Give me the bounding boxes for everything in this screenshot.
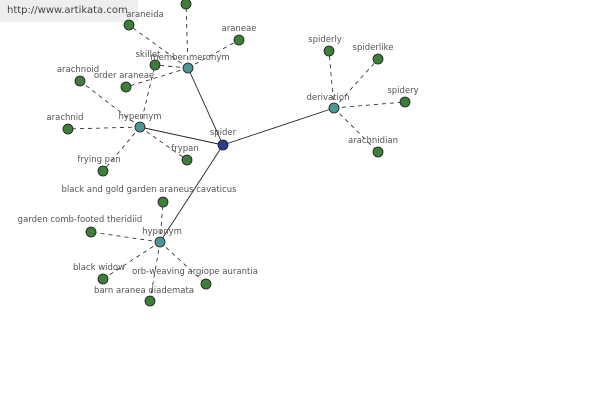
- edge-spider-member_meronym: [187, 67, 224, 146]
- label-arachnid: arachnid: [46, 113, 83, 123]
- node-garden-comb[interactable]: [85, 226, 97, 238]
- label-araneida: araneida: [126, 10, 164, 20]
- node-order-araneae[interactable]: [120, 81, 132, 93]
- label-derivation: derivation: [306, 93, 349, 103]
- node-barn-aranea[interactable]: [144, 295, 156, 307]
- label-arachnidian: arachnidian: [348, 136, 398, 146]
- label-araneae: araneae: [222, 24, 257, 34]
- edge-hypernym_1-skillet: [139, 64, 156, 128]
- node-black-widow[interactable]: [97, 273, 109, 285]
- label-skillet: skillet: [136, 50, 162, 60]
- edge-hyponym-orb_weaving: [159, 241, 207, 285]
- label-spidery: spidery: [387, 86, 418, 96]
- label-garden-comb: garden comb-footed theridiid: [18, 215, 143, 225]
- node-spidery[interactable]: [399, 96, 411, 108]
- edge-spider-derivation: [222, 107, 335, 146]
- node-hypernym-1[interactable]: [134, 121, 146, 133]
- label-spider: spider: [210, 128, 237, 138]
- node-araneida[interactable]: [123, 19, 135, 31]
- label-hypernym-1: hypernym: [118, 112, 161, 122]
- label-frypan: frypan: [171, 144, 199, 154]
- url-banner[interactable]: http://www.artikata.com: [0, 0, 138, 22]
- node-arachnoid[interactable]: [74, 75, 86, 87]
- node-arachnid[interactable]: [62, 123, 74, 135]
- node-member-meronym[interactable]: [182, 62, 194, 74]
- edge-derivation-spidery: [333, 101, 406, 109]
- edge-hypernym_1-arachnid: [67, 126, 141, 130]
- edge-spider-hyponym: [159, 144, 224, 243]
- node-spiderlike[interactable]: [372, 53, 384, 65]
- node-black-and-gold[interactable]: [157, 196, 169, 208]
- label-member-meronym: member meronym: [150, 53, 229, 63]
- node-derivation[interactable]: [328, 102, 340, 114]
- label-arachnoid: arachnoid: [57, 65, 99, 75]
- edge-member_meronym-skillet: [154, 64, 189, 69]
- edge-member_meronym-araneae: [187, 39, 240, 69]
- node-spider[interactable]: [217, 139, 229, 151]
- edge-derivation-spiderly: [328, 50, 335, 109]
- label-frying-pan: frying pan: [77, 155, 120, 165]
- edge-derivation-arachnidian: [333, 107, 379, 153]
- label-orb-weaving: orb-weaving argiope aurantia: [132, 267, 258, 277]
- node-frypan[interactable]: [181, 154, 193, 166]
- node-arachnidian[interactable]: [372, 146, 384, 158]
- node-araneae[interactable]: [233, 34, 245, 46]
- label-spiderlike: spiderlike: [353, 43, 394, 53]
- edge-hypernym_1-frying_pan: [102, 126, 141, 172]
- node-orb-weaving[interactable]: [200, 278, 212, 290]
- label-order-araneae: order araneae: [94, 71, 154, 81]
- node-spiderly[interactable]: [323, 45, 335, 57]
- node-araneida-top[interactable]: [180, 0, 192, 10]
- edge-hyponym-black_widow: [102, 241, 161, 280]
- node-frying-pan[interactable]: [97, 165, 109, 177]
- label-black-and-gold: black and gold garden araneus cavaticus: [61, 185, 237, 195]
- label-hyponym: hyponym: [142, 227, 182, 237]
- edge-hyponym-black_and_gold: [159, 201, 164, 243]
- label-black-widow: black widow: [73, 263, 125, 273]
- edge-hypernym_1-frypan: [139, 126, 188, 161]
- edge-member_meronym-araneida_top: [185, 3, 189, 69]
- edge-spider-hypernym_1: [139, 126, 224, 146]
- label-spiderly: spiderly: [308, 35, 342, 45]
- node-skillet[interactable]: [149, 59, 161, 71]
- label-barn-aranea: barn aranea diademata: [94, 286, 194, 296]
- edge-derivation-spiderlike: [333, 58, 379, 109]
- node-hyponym[interactable]: [154, 236, 166, 248]
- edge-member_meronym-order_araneae: [125, 67, 189, 88]
- edge-hyponym-barn_aranea: [149, 241, 161, 302]
- edge-hyponym-garden_comb: [90, 231, 161, 243]
